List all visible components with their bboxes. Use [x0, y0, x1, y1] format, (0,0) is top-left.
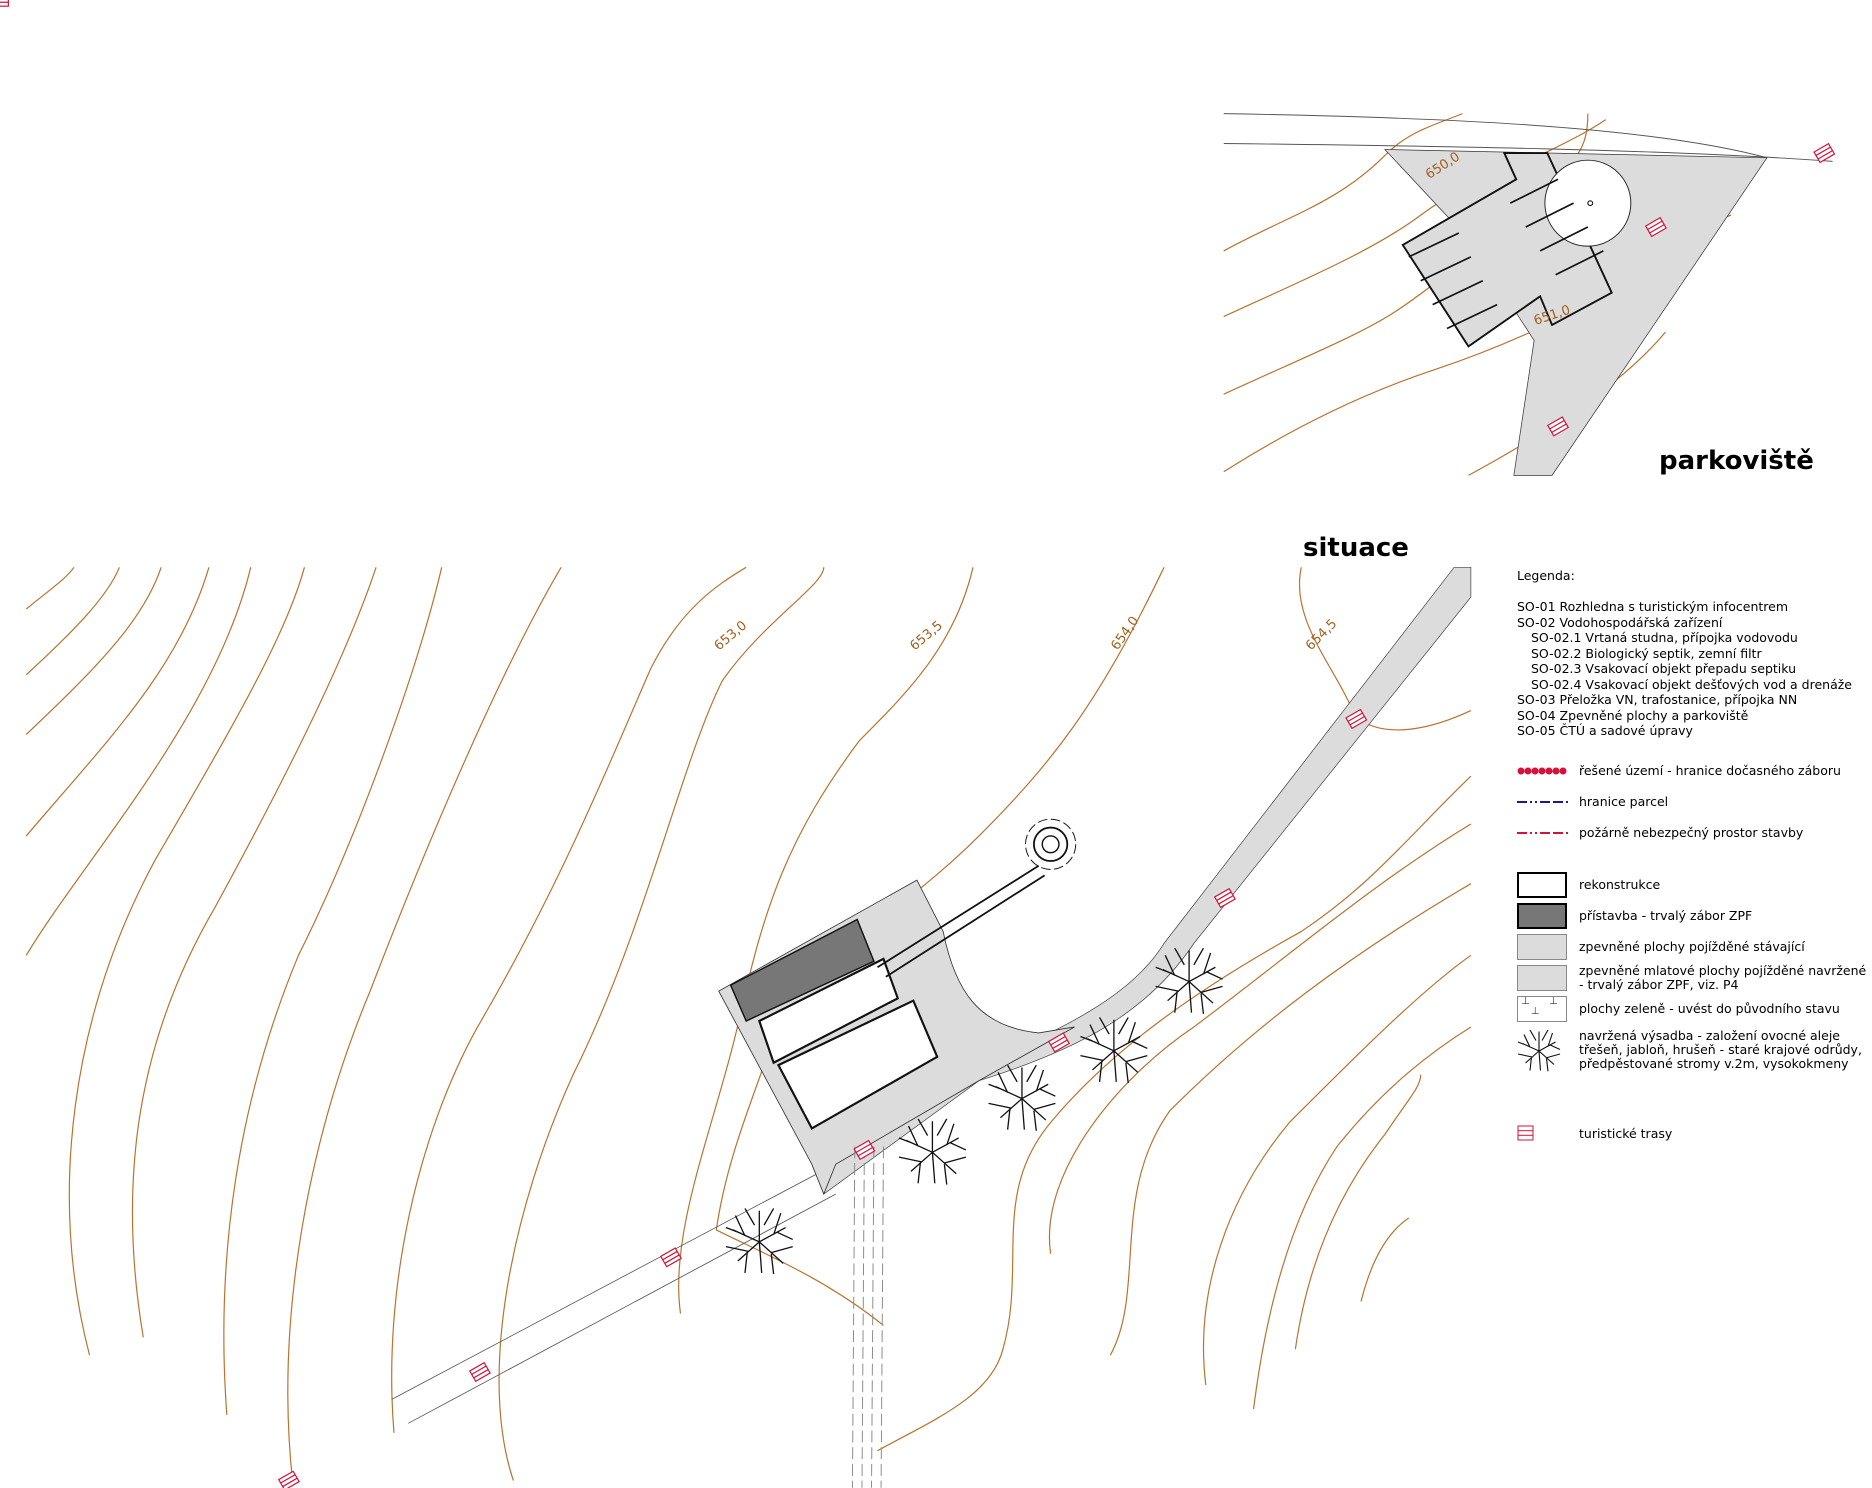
reconstruction-swatch: [1517, 872, 1567, 898]
legend-tree-label: předpěstované stromy v.2m, vysokokmeny: [1579, 1056, 1849, 1071]
legend-object: SO-02.1 Vrtaná studna, přípojka vodovodu: [1531, 630, 1798, 645]
legend-line-label: požárně nebezpečný prostor stavby: [1579, 825, 1804, 840]
legend-object: SO-02.2 Biologický septik, zemní filtr: [1531, 645, 1762, 661]
contour-label: 653,5: [907, 618, 945, 654]
tree-icon: [725, 1208, 794, 1275]
road: [391, 566, 1472, 1488]
legend-heading: Legenda:: [1517, 568, 1575, 583]
tree-icon: [1517, 1029, 1561, 1072]
proposed-paved-swatch: [1517, 965, 1567, 991]
parking-title: parkoviště: [1659, 446, 1814, 476]
legend-object: SO-02.4 Vsakovací objekt dešťových vod a…: [1531, 676, 1852, 692]
legend-line-label: hranice parcel: [1579, 794, 1669, 809]
contour-label: 654,5: [1303, 617, 1340, 654]
legend-area-label: zpevněné mlatové plochy pojížděné navrže…: [1579, 963, 1867, 978]
legend-object: SO-04 Zpevněné plochy a parkoviště: [1517, 707, 1749, 723]
greenery-swatch: ⊥ ⊥ ⊥: [1517, 996, 1567, 1022]
legend-area-label: zpevněné plochy pojížděné stávající: [1579, 939, 1805, 954]
legend-area-label: rekonstrukce: [1579, 877, 1661, 892]
existing-paved-swatch: [1517, 934, 1567, 960]
legend-area-label: plochy zeleně - uvést do původního stavu: [1579, 1001, 1840, 1016]
legend-object: SO-01 Rozhledna s turistickým infocentre…: [1517, 599, 1789, 614]
contour-lines: 653,0 653,5 654,0 654,5: [25, 566, 1472, 1481]
legend-trail-label: turistické trasy: [1579, 1126, 1673, 1141]
trail-marker-icon: [0, 0, 9, 7]
legend-object: SO-03 Přeložka VN, trafostanice, přípojk…: [1517, 692, 1798, 707]
trail-marker-icon: [1517, 1125, 1534, 1141]
legend-area-label: - trvalý zábor ZPF, viz. P4: [1579, 977, 1739, 992]
legend-tree-label: navržená výsadba - založení ovocné aleje: [1579, 1028, 1840, 1043]
legend-line-symbols: [1517, 767, 1569, 834]
tree-symbols: [725, 947, 1224, 1275]
legend-object: SO-02 Vodohospodářská zařízení: [1517, 614, 1723, 630]
parking-inset: 650,0 651,0: [1223, 113, 1833, 476]
legend-line-label: řešené území - hranice dočasného záboru: [1579, 763, 1841, 778]
dotted-boundary-icon: [1517, 767, 1567, 775]
extension-swatch: [1517, 903, 1567, 929]
site-title: situace: [1303, 533, 1409, 563]
legend-object: SO-02.3 Vsakovací objekt přepadu septiku: [1531, 661, 1797, 676]
contour-label: 654,0: [1108, 614, 1142, 653]
legend-tree-label: třešeň, jabloň, hrušeň - staré krajové o…: [1579, 1042, 1862, 1057]
legend-object: SO-05 ČTÚ a sadové úpravy: [1517, 723, 1693, 738]
legend-area-label: přístavba - trvalý zábor ZPF: [1579, 908, 1753, 923]
contour-label: 653,0: [712, 618, 750, 654]
